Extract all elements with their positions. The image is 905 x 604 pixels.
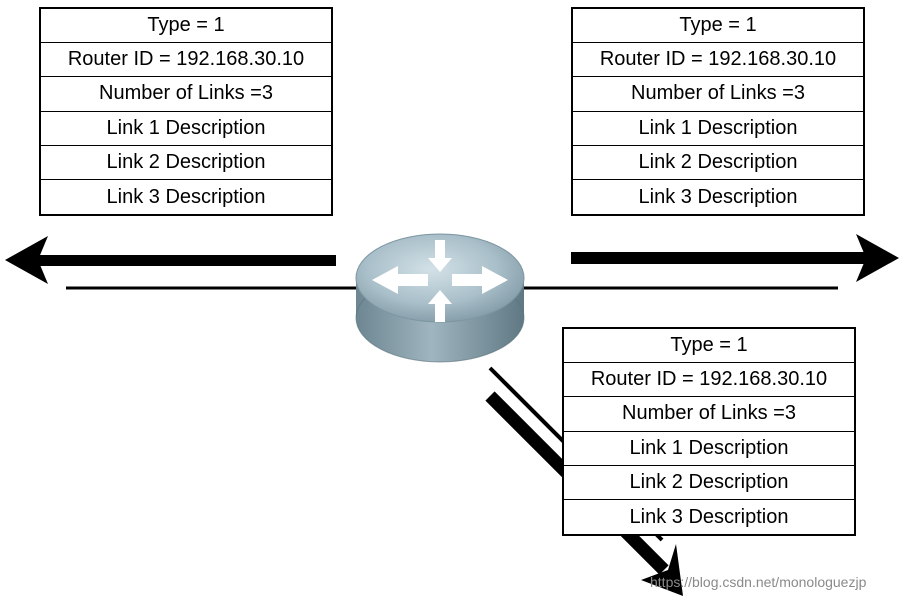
lsa-table-left: Type = 1 Router ID = 192.168.30.10 Numbe… xyxy=(39,7,333,217)
lsa-table-right: Type = 1 Router ID = 192.168.30.10 Numbe… xyxy=(571,7,865,217)
lsa-num-links: Number of Links =3 xyxy=(573,77,863,112)
router-icon xyxy=(355,233,525,363)
right-arrow-shaft xyxy=(571,252,871,264)
lsa-router-id: Router ID = 192.168.30.10 xyxy=(573,43,863,78)
lsa-link1: Link 1 Description xyxy=(564,432,854,466)
left-link xyxy=(5,236,360,290)
lsa-num-links: Number of Links =3 xyxy=(41,77,331,112)
left-arrow-shaft xyxy=(36,255,336,266)
lsa-type: Type = 1 xyxy=(573,9,863,44)
lsa-type: Type = 1 xyxy=(564,329,854,364)
lsa-link3: Link 3 Description xyxy=(106,185,266,208)
watermark: https://blog.csdn.net/monologuezjp xyxy=(650,574,867,590)
lsa-link2: Link 2 Description xyxy=(564,466,854,500)
lsa-link2: Link 2 Description xyxy=(573,146,863,180)
lsa-num-links: Number of Links =3 xyxy=(564,397,854,432)
lsa-router-id: Router ID = 192.168.30.10 xyxy=(564,363,854,398)
right-link xyxy=(520,234,899,290)
left-arrow-head xyxy=(5,236,48,284)
lsa-type: Type = 1 xyxy=(41,9,331,44)
right-arrow-head xyxy=(856,234,899,282)
lsa-link3: Link 3 Description xyxy=(638,185,798,208)
lsa-link3: Link 3 Description xyxy=(629,505,789,528)
diagonal-arrow-head xyxy=(641,544,683,596)
lsa-table-bottom: Type = 1 Router ID = 192.168.30.10 Numbe… xyxy=(562,327,856,537)
lsa-link1: Link 1 Description xyxy=(573,112,863,146)
lsa-link2: Link 2 Description xyxy=(41,146,331,180)
lsa-link1: Link 1 Description xyxy=(41,112,331,146)
lsa-router-id: Router ID = 192.168.30.10 xyxy=(41,43,331,78)
